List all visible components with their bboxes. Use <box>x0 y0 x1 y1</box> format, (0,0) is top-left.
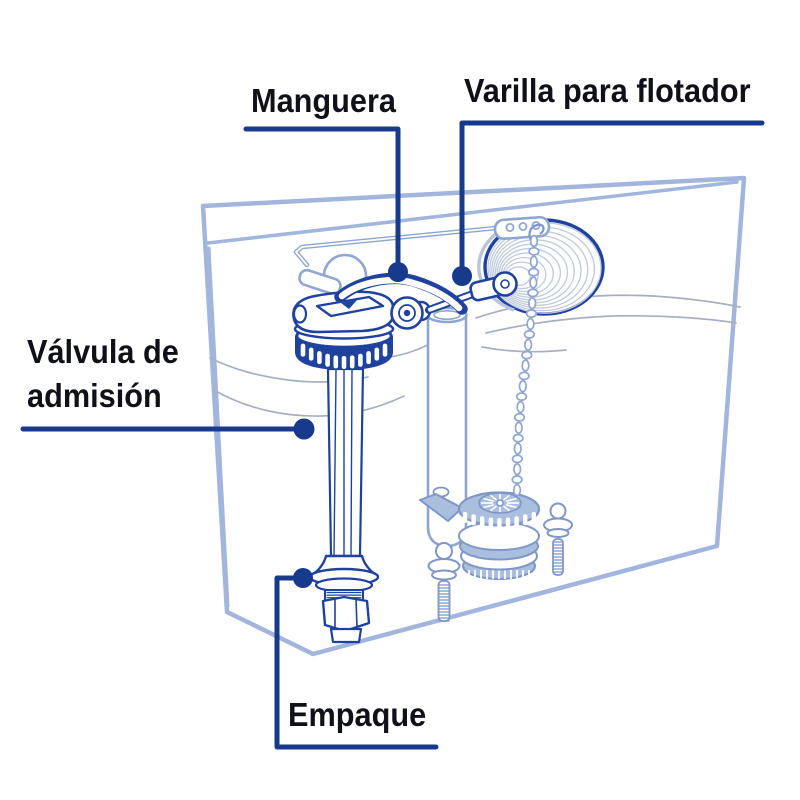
tank-outline <box>200 175 747 657</box>
bolt-threads <box>553 541 563 573</box>
label-empaque: Empaque <box>288 696 427 733</box>
fill-valve <box>292 271 518 644</box>
shank-hex-nut <box>321 595 371 633</box>
leader-manguera <box>243 126 401 265</box>
flapper-sunburst <box>481 494 519 512</box>
leader-dot-varilla <box>452 266 472 286</box>
leader-dot-valvula <box>293 418 315 440</box>
label-varilla: Varilla para flotador <box>464 72 751 109</box>
leader-empaque <box>274 575 439 750</box>
flush-handle-grip <box>298 268 342 296</box>
flapper-crown-slots <box>462 512 536 529</box>
lift-chain <box>511 223 545 497</box>
flapper-valve <box>419 486 541 580</box>
flapper-bottom-ticks <box>468 570 530 579</box>
leader-dot-empaque <box>293 568 313 588</box>
chain-hook <box>528 223 545 244</box>
label-manguera: Manguera <box>251 82 396 119</box>
water-line <box>209 294 741 417</box>
bolt-threads <box>439 584 450 622</box>
shank-coupling <box>329 627 363 644</box>
leader-lines <box>20 120 765 750</box>
locknut-ribs <box>300 343 388 369</box>
tank-bolt-right <box>543 502 573 576</box>
leader-varilla <box>459 120 765 269</box>
leader-dot-manguera <box>388 262 408 282</box>
tank-bolt-left <box>427 542 461 622</box>
lever-bracket <box>493 215 551 241</box>
label-valvula: Válvula de admisión <box>27 333 179 414</box>
valve-shaft <box>326 367 365 558</box>
